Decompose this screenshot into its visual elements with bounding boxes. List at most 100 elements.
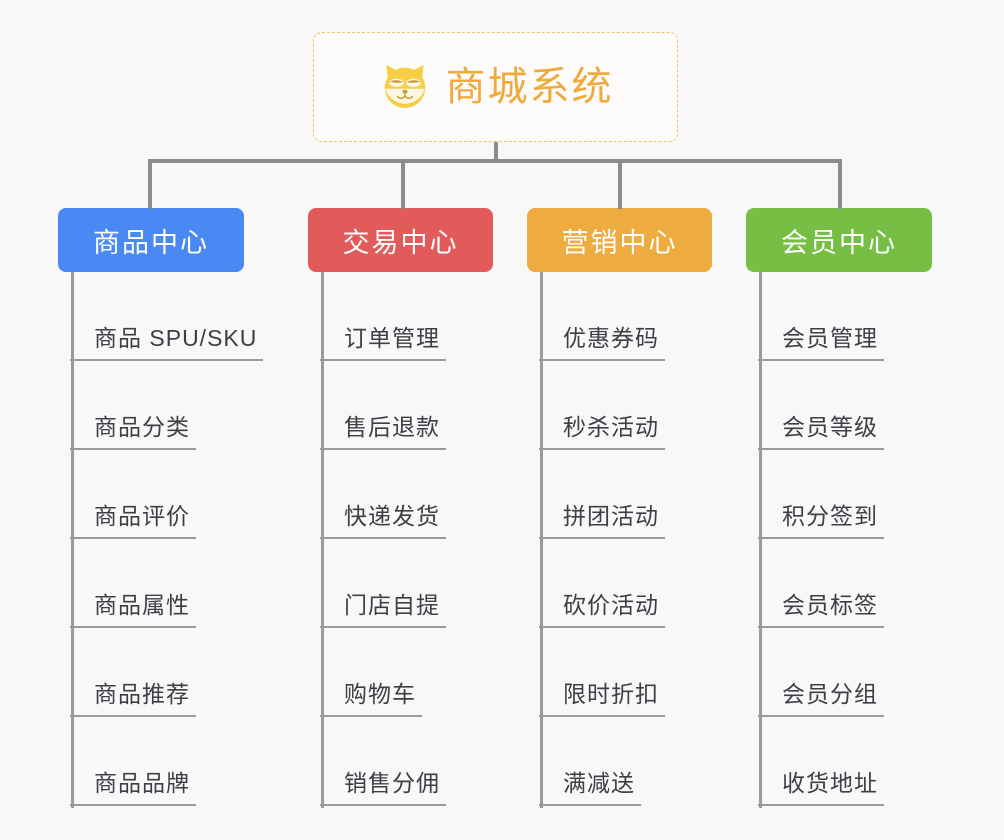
leaf-item[interactable]: 销售分佣: [320, 717, 493, 806]
leaf-item[interactable]: 商品评价: [70, 450, 244, 539]
leaf-item[interactable]: 砍价活动: [539, 539, 712, 628]
leaf-item[interactable]: 满减送: [539, 717, 712, 806]
leaf-list-1: 订单管理售后退款快递发货门店自提购物车销售分佣: [308, 272, 493, 808]
leaf-label: 商品分类: [94, 414, 190, 440]
leaf-item[interactable]: 购物车: [320, 628, 493, 717]
leaf-underline: 订单管理: [320, 319, 446, 361]
leaf-spine-0: [71, 272, 74, 808]
leaf-label: 秒杀活动: [563, 414, 659, 440]
leaf-item[interactable]: 限时折扣: [539, 628, 712, 717]
branch-column-1: 交易中心订单管理售后退款快递发货门店自提购物车销售分佣: [308, 208, 493, 808]
leaf-label: 销售分佣: [344, 770, 440, 796]
leaf-underline: 优惠券码: [539, 319, 665, 361]
leaf-spine-1: [321, 272, 324, 808]
leaf-label: 限时折扣: [563, 681, 659, 707]
leaf-label: 积分签到: [782, 503, 878, 529]
leaf-underline: 售后退款: [320, 408, 446, 450]
leaf-label: 会员管理: [782, 325, 878, 351]
leaf-label: 商品品牌: [94, 770, 190, 796]
leaf-underline: 会员管理: [758, 319, 884, 361]
leaf-label: 商品 SPU/SKU: [94, 325, 258, 351]
leaf-underline: 购物车: [320, 675, 422, 717]
leaf-label: 商品推荐: [94, 681, 190, 707]
leaf-underline: 收货地址: [758, 764, 884, 806]
leaf-underline: 满减送: [539, 764, 641, 806]
category-box-1[interactable]: 交易中心: [308, 208, 493, 272]
leaf-item[interactable]: 积分签到: [758, 450, 932, 539]
leaf-underline: 会员标签: [758, 586, 884, 628]
connector-drop-1: [401, 159, 405, 209]
leaf-label: 拼团活动: [563, 503, 659, 529]
leaf-label: 购物车: [344, 681, 416, 707]
leaf-item[interactable]: 会员等级: [758, 361, 932, 450]
leaf-spine-2: [540, 272, 543, 808]
leaf-item[interactable]: 会员标签: [758, 539, 932, 628]
leaf-underline: 商品评价: [70, 497, 196, 539]
leaf-item[interactable]: 订单管理: [320, 272, 493, 361]
root-node[interactable]: 商城系统: [313, 32, 678, 142]
shiba-dog-icon: [384, 65, 425, 109]
connector-horizontal-bar: [148, 159, 842, 163]
connector-drop-2: [618, 159, 622, 209]
leaf-label: 会员标签: [782, 592, 878, 618]
leaf-item[interactable]: 收货地址: [758, 717, 932, 806]
branch-column-3: 会员中心会员管理会员等级积分签到会员标签会员分组收货地址: [746, 208, 932, 808]
leaf-underline: 拼团活动: [539, 497, 665, 539]
leaf-item[interactable]: 商品品牌: [70, 717, 244, 806]
leaf-item[interactable]: 商品属性: [70, 539, 244, 628]
leaf-item[interactable]: 门店自提: [320, 539, 493, 628]
leaf-item[interactable]: 售后退款: [320, 361, 493, 450]
leaf-underline: 砍价活动: [539, 586, 665, 628]
leaf-label: 收货地址: [782, 770, 878, 796]
leaf-underline: 商品 SPU/SKU: [70, 319, 264, 361]
leaf-item[interactable]: 会员分组: [758, 628, 932, 717]
leaf-item[interactable]: 会员管理: [758, 272, 932, 361]
leaf-label: 快递发货: [344, 503, 440, 529]
leaf-list-3: 会员管理会员等级积分签到会员标签会员分组收货地址: [746, 272, 932, 808]
leaf-label: 订单管理: [344, 325, 440, 351]
leaf-list-0: 商品 SPU/SKU 商品分类商品评价商品属性商品推荐商品品牌: [58, 272, 264, 808]
category-box-0[interactable]: 商品中心: [58, 208, 244, 272]
branch-column-0: 商品中心商品 SPU/SKU 商品分类商品评价商品属性商品推荐商品品牌: [58, 208, 264, 808]
root-title: 商城系统: [445, 65, 614, 109]
leaf-underline: 商品推荐: [70, 675, 196, 717]
leaf-item[interactable]: 商品 SPU/SKU: [70, 272, 264, 361]
leaf-underline: 快递发货: [320, 497, 446, 539]
leaf-underline: 商品属性: [70, 586, 196, 628]
leaf-underline: 门店自提: [320, 586, 446, 628]
leaf-label: 会员分组: [782, 681, 878, 707]
leaf-item[interactable]: 商品分类: [70, 361, 244, 450]
category-box-3[interactable]: 会员中心: [746, 208, 932, 272]
leaf-list-2: 优惠券码秒杀活动拼团活动砍价活动限时折扣满减送: [527, 272, 712, 808]
connector-drop-0: [148, 159, 152, 209]
category-label: 会员中心: [781, 227, 897, 258]
leaf-label: 优惠券码: [563, 325, 659, 351]
leaf-underline: 销售分佣: [320, 764, 446, 806]
leaf-underline: 商品品牌: [70, 764, 196, 806]
leaf-item[interactable]: 拼团活动: [539, 450, 712, 539]
leaf-item[interactable]: 优惠券码: [539, 272, 712, 361]
leaf-label: 满减送: [563, 770, 635, 796]
leaf-label: 门店自提: [344, 592, 440, 618]
leaf-underline: 积分签到: [758, 497, 884, 539]
leaf-underline: 会员分组: [758, 675, 884, 717]
category-box-2[interactable]: 营销中心: [527, 208, 712, 272]
category-label: 商品中心: [93, 227, 209, 258]
leaf-label: 商品属性: [94, 592, 190, 618]
leaf-label: 商品评价: [94, 503, 190, 529]
category-label: 交易中心: [342, 227, 459, 258]
branch-column-2: 营销中心优惠券码秒杀活动拼团活动砍价活动限时折扣满减送: [527, 208, 712, 808]
leaf-item[interactable]: 商品推荐: [70, 628, 244, 717]
leaf-item[interactable]: 快递发货: [320, 450, 493, 539]
connector-root-stem: [494, 142, 498, 162]
leaf-underline: 商品分类: [70, 408, 196, 450]
leaf-underline: 会员等级: [758, 408, 884, 450]
leaf-label: 砍价活动: [563, 592, 659, 618]
connector-drop-3: [838, 159, 842, 209]
leaf-item[interactable]: 秒杀活动: [539, 361, 712, 450]
leaf-underline: 限时折扣: [539, 675, 665, 717]
leaf-spine-3: [759, 272, 762, 808]
leaf-label: 售后退款: [344, 414, 440, 440]
leaf-underline: 秒杀活动: [539, 408, 665, 450]
